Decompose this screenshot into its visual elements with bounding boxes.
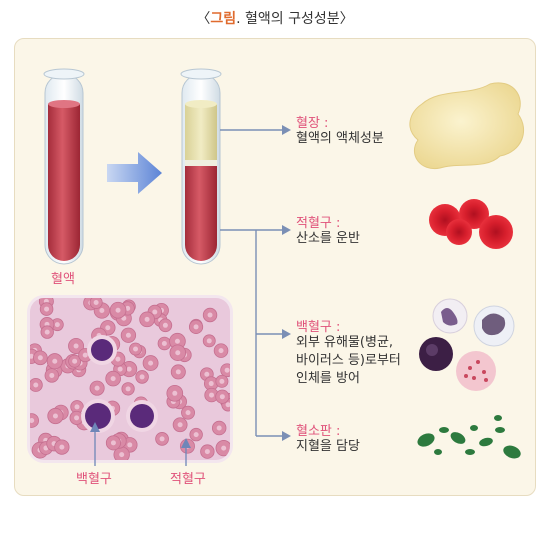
blood-smear-micrograph bbox=[30, 298, 230, 460]
platelets-image bbox=[417, 415, 521, 459]
smear-red-cell-center bbox=[93, 299, 99, 305]
smear-red-cell-center bbox=[52, 413, 58, 419]
plasma-description: 혈액의 액체성분 bbox=[296, 131, 384, 146]
smear-red-cell-center bbox=[115, 307, 121, 313]
separation-arrow-icon bbox=[107, 152, 162, 194]
smear-red-cell-center bbox=[144, 316, 150, 322]
smear-red-cell-center bbox=[125, 386, 131, 392]
smear-red-cell-center bbox=[208, 381, 214, 387]
smear-red-cell-center bbox=[44, 329, 50, 335]
smear-white-cell-nucleus bbox=[85, 403, 111, 429]
title-close-bracket: 〉 bbox=[339, 11, 354, 27]
smear-red-cell-center bbox=[44, 306, 50, 312]
smear-red-cell-center bbox=[119, 452, 125, 458]
smear-red-cell-center bbox=[117, 366, 123, 372]
smear-red-cell-center bbox=[175, 369, 181, 375]
blood-smear-image bbox=[30, 298, 230, 460]
smear-red-cell-center bbox=[161, 340, 167, 346]
smear-red-cell-center bbox=[74, 404, 80, 410]
smear-red-cell-center bbox=[221, 445, 227, 451]
smear-red-cell-center bbox=[94, 385, 100, 391]
wbc-description: 외부 유해물(병균, 바이러스 등)로부터 인체를 방어 bbox=[296, 335, 401, 386]
white-blood-cells-image bbox=[419, 298, 515, 391]
smear-red-cell-center bbox=[224, 367, 230, 373]
smear-red-cell-center bbox=[72, 358, 78, 364]
connector-lines bbox=[220, 125, 291, 441]
smear-red-cell-center bbox=[193, 324, 199, 330]
smear-red-cell-center bbox=[174, 338, 180, 344]
title-dot: . bbox=[236, 11, 241, 27]
smear-red-cell-center bbox=[125, 332, 131, 338]
smear-red-cell-center bbox=[127, 442, 133, 448]
smear-red-cell bbox=[30, 413, 39, 428]
blood-tube-label: 혈액 bbox=[51, 272, 75, 287]
blood-test-tube bbox=[43, 68, 85, 265]
smear-red-cell-center bbox=[59, 444, 65, 450]
title-open-bracket: 〈 bbox=[196, 11, 211, 27]
smear-red-cell-center bbox=[37, 355, 43, 361]
red-blood-cells-image bbox=[429, 199, 513, 249]
platelet-label: 혈소판 : bbox=[296, 424, 341, 439]
smear-red-cell-center bbox=[99, 308, 105, 313]
smear-red-cell-center bbox=[216, 425, 222, 431]
smear-red-cell-center bbox=[206, 338, 212, 344]
smear-red-cell-center bbox=[110, 440, 116, 446]
smear-red-cell-center bbox=[139, 374, 145, 380]
smear-red-cell-center bbox=[49, 372, 55, 378]
smear-red-cell-center bbox=[105, 325, 111, 331]
smear-red-cell-center bbox=[204, 371, 210, 377]
smear-red-cell-center bbox=[225, 402, 230, 408]
smear-red-cell-center bbox=[74, 415, 80, 421]
smear-red-cell-center bbox=[52, 358, 58, 364]
separated-test-tube bbox=[180, 68, 222, 265]
rbc-label: 적혈구 : bbox=[296, 216, 341, 231]
smear-red-cell-center bbox=[204, 449, 210, 455]
smear-red-cell-center bbox=[184, 443, 190, 449]
smear-red-cell-center bbox=[33, 382, 39, 388]
smear-white-cell-nucleus bbox=[91, 339, 113, 361]
figure-title: 〈그림. 혈액의 구성성분〉 bbox=[0, 8, 550, 28]
title-prefix: 그림 bbox=[210, 11, 237, 27]
smear-red-cell-center bbox=[73, 343, 79, 349]
smear-red-cell-center bbox=[133, 346, 139, 352]
smear-red-cell-center bbox=[82, 352, 88, 358]
smear-red-cell-center bbox=[30, 418, 35, 424]
platelet-description: 지혈을 담당 bbox=[296, 439, 360, 454]
smear-red-cell-center bbox=[177, 422, 183, 428]
smear-red-cell-center bbox=[159, 436, 165, 442]
wbc-label: 백혈구 : bbox=[296, 320, 341, 335]
smear-red-cell-center bbox=[185, 410, 191, 416]
smear-red-cell-center bbox=[148, 360, 154, 366]
title-text: 혈액의 구성성분 bbox=[245, 11, 340, 27]
smear-red-cell-center bbox=[172, 390, 178, 396]
smear-red-cell-center bbox=[218, 348, 224, 354]
micro-rbc-label: 적혈구 bbox=[170, 472, 206, 487]
smear-red-cell-center bbox=[152, 309, 158, 315]
plasma-blob-image bbox=[409, 82, 525, 170]
smear-red-cell-center bbox=[115, 356, 121, 362]
smear-red-cell-center bbox=[193, 432, 199, 438]
micro-wbc-label: 백혈구 bbox=[76, 472, 112, 487]
smear-red-cell-center bbox=[30, 353, 34, 359]
rbc-description: 산소를 운반 bbox=[296, 231, 360, 246]
smear-red-cell-center bbox=[125, 305, 131, 311]
smear-red-cell-center bbox=[219, 378, 225, 384]
smear-red-cell-center bbox=[54, 322, 60, 328]
smear-red-cell-center bbox=[209, 392, 215, 398]
smear-red-cell-center bbox=[126, 366, 132, 372]
plasma-label: 혈장 : bbox=[296, 116, 329, 131]
smear-red-cell-center bbox=[219, 394, 225, 400]
smear-red-cell-center bbox=[175, 350, 181, 356]
smear-white-cell-nucleus bbox=[130, 404, 154, 428]
smear-red-cell-center bbox=[110, 376, 116, 382]
smear-red-cell-center bbox=[162, 322, 168, 328]
smear-red-cell-center bbox=[207, 312, 213, 318]
